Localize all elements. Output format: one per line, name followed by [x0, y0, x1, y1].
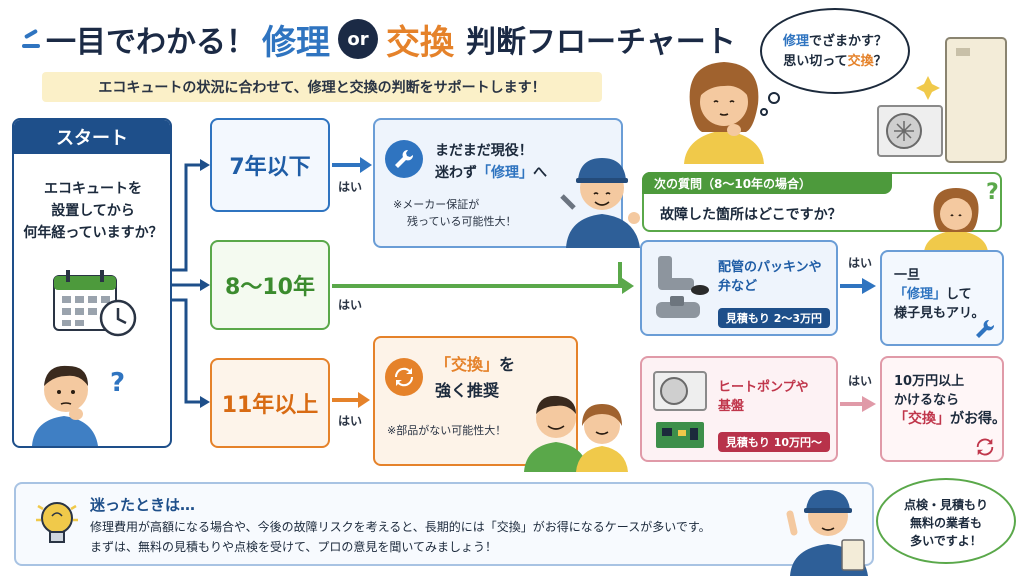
start-box: スタート エコキュートを 設置してから 何年経っていますか？ ?	[12, 118, 172, 448]
bottom-tip-line2: まずは、無料の見積もりや点検を受けて、プロの意見を聞いてみましょう！	[90, 540, 498, 554]
thinking-man-icon	[32, 365, 98, 446]
connector-to-over11	[172, 298, 204, 404]
repair-result-note: ※メーカー保証が 残っている可能性大！	[393, 198, 517, 228]
wrench-icon	[385, 140, 423, 178]
case-heat-estimate: 見積もり 10万円〜	[718, 432, 830, 452]
repair-result-line2: 迷わず「修理」へ	[435, 165, 547, 181]
start-question: エコキュートを 設置してから 何年経っていますか？	[23, 181, 163, 241]
speech-line3: 多いですよ！	[910, 534, 982, 548]
page-title: 一目でわかる！ 修理 or 交換 判断フローチャート	[46, 14, 736, 64]
title-or-badge: or	[338, 19, 378, 59]
refresh-small-icon	[976, 438, 994, 456]
pipe-parts-icon	[656, 256, 709, 318]
yes-label-8to10: はい	[338, 298, 363, 312]
couple-icon	[524, 395, 628, 472]
thought-line2: 思い切って交換？	[783, 54, 887, 69]
next-question-tag: 次の質問（8〜10年の場合）	[642, 172, 892, 194]
case-pipe-box: 配管のパッキンや 弁など 見積もり 2〜3万円	[640, 240, 838, 336]
advice-replace-box: 10万円以上 かけるなら 「交換」がお得。	[880, 356, 1006, 462]
replace-result-line2: 強く推奨	[435, 381, 500, 400]
case-pipe-estimate: 見積もり 2〜3万円	[718, 308, 830, 328]
case-pipe-title: 配管のパッキンや 弁など	[718, 260, 822, 294]
calendar-icon	[53, 270, 137, 337]
yes-label-pipe: はい	[848, 256, 873, 270]
bottom-tip-title: 迷ったときは…	[90, 496, 196, 514]
bottom-tip-box: 迷ったときは… 修理費用が高額になる場合や、今後の故障リスクを考えると、長期的に…	[14, 482, 874, 566]
replace-result-line1: 「交換」を	[435, 355, 516, 374]
title-replace: 交換	[386, 22, 454, 63]
next-question-text: 故障した箇所はどこですか？	[660, 207, 842, 223]
repair-result-line1: まだまだ現役！	[435, 143, 533, 159]
wrench-small-icon	[976, 319, 995, 338]
yes-label-over11: はい	[338, 414, 363, 428]
thought-bubble-tail	[760, 92, 780, 116]
case-heat-box: ヒートポンプや 基盤 見積もり 10万円〜	[640, 356, 838, 462]
yes-label-under7: はい	[338, 180, 363, 194]
title-repair: 修理	[262, 22, 330, 63]
title-suffix: 判断フローチャート	[466, 25, 736, 60]
question-mark-icon: ?	[110, 368, 126, 398]
connector-to-under7	[172, 163, 204, 272]
advice-repair-box: 一旦 「修理」して 様子見もアリ。	[880, 250, 1004, 346]
heat-pump-icon	[653, 371, 707, 448]
refresh-icon	[385, 358, 423, 396]
speech-line1: 点検・見積もり	[903, 498, 988, 512]
speech-bubble: 点検・見積もり 無料の業者も 多いですよ！	[876, 478, 1016, 564]
title-decoration	[18, 18, 58, 58]
year-box-8to10[interactable]: 8〜10年	[210, 240, 330, 330]
bottom-tip-line1: 修理費用が高額になる場合や、今後の故障リスクを考えると、長期的には「交換」がお得…	[90, 520, 711, 534]
thought-bubble: 修理でざまかす？ 思い切って交換？	[760, 8, 910, 94]
replace-result-note: ※部品がない可能性大！	[387, 424, 507, 437]
technician-clipboard-icon	[786, 490, 868, 576]
advice-replace-text: 10万円以上 かけるなら 「交換」がお得。	[894, 374, 1006, 427]
speech-line2: 無料の業者も	[909, 516, 982, 530]
year-box-under7[interactable]: 7年以下	[210, 118, 330, 212]
thinking-woman-small-icon	[924, 188, 988, 252]
advice-repair-text: 一旦 「修理」して 様子見もアリ。	[894, 268, 985, 321]
thinking-woman-icon	[684, 62, 764, 164]
yes-label-heat: はい	[848, 374, 873, 388]
title-prefix: 一目でわかる！	[46, 25, 256, 60]
year-box-over11[interactable]: 11年以上	[210, 358, 330, 448]
thought-line1: 修理でざまかす？	[782, 34, 888, 49]
repair-technician-icon	[560, 158, 640, 248]
start-header: スタート	[14, 120, 170, 154]
question-mark-green-icon: ?	[986, 180, 999, 205]
case-heat-title: ヒートポンプや 基盤	[718, 380, 809, 414]
subtitle-banner: エコキュートの状況に合わせて、修理と交換の判断をサポートします！	[42, 72, 602, 102]
lightbulb-icon	[36, 502, 78, 543]
ecocute-unit-icon	[877, 37, 1007, 163]
